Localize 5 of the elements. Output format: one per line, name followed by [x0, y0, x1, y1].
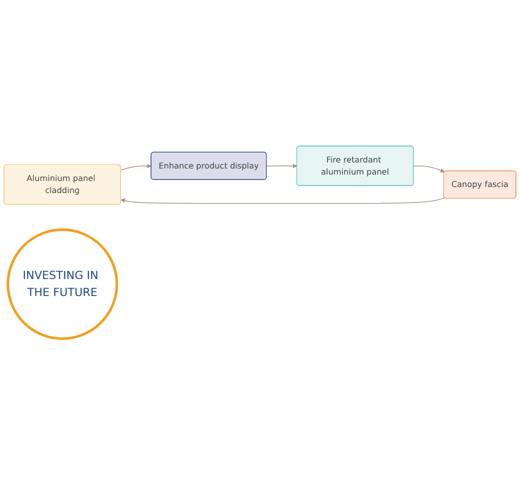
arrow — [120, 198, 446, 204]
arrow — [413, 166, 445, 173]
arrow — [120, 164, 152, 170]
arrow — [266, 164, 298, 168]
node-circle: INVESTING IN THE FUTURE — [6, 228, 118, 340]
